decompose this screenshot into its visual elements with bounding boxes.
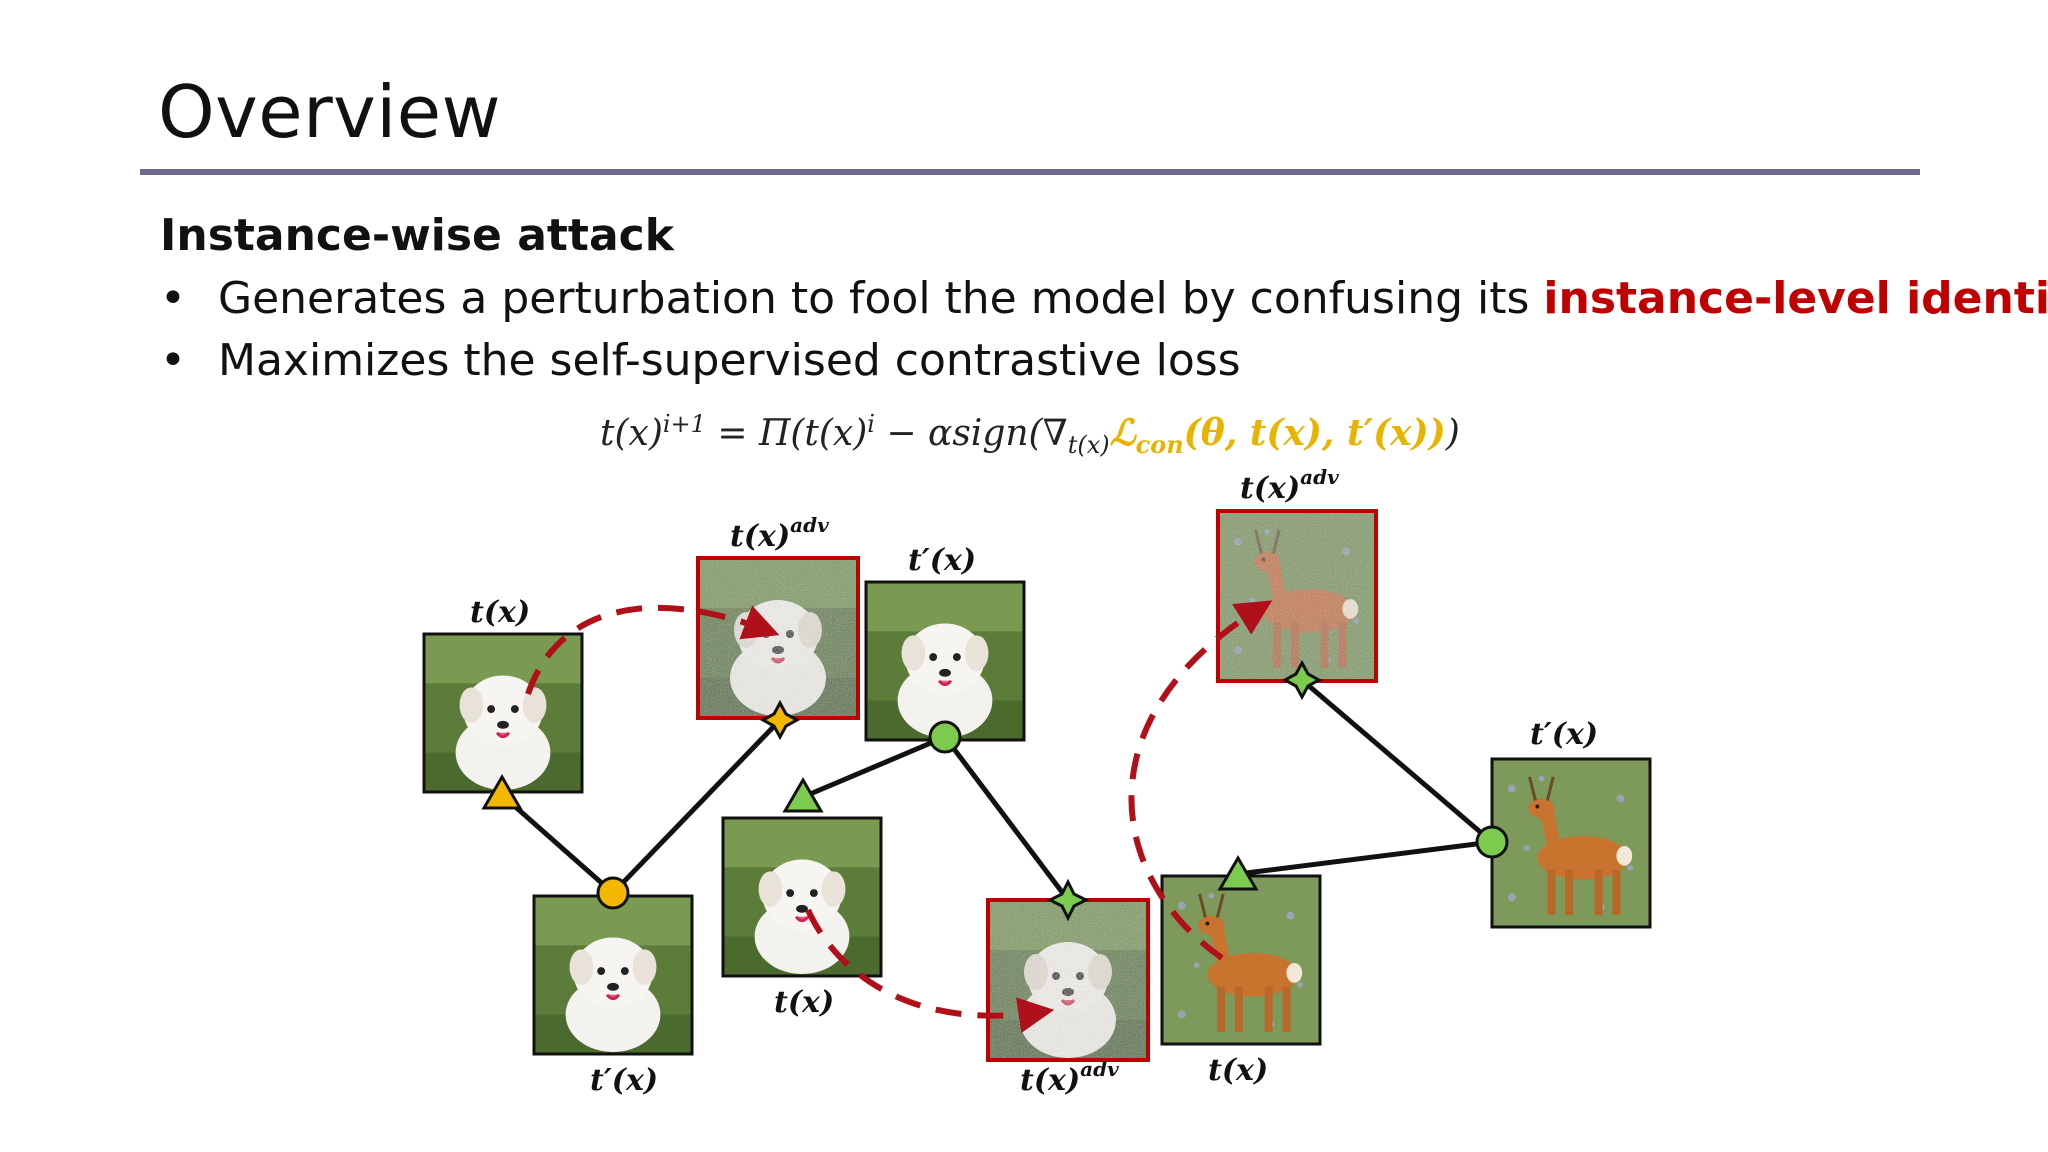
bullet-item: Generates a perturbation to fool the mod… <box>160 268 2048 330</box>
circle-marker-green <box>928 720 962 754</box>
connection-line <box>500 793 615 895</box>
connection-line <box>943 735 1070 902</box>
label-tx-middle: t(x) <box>774 985 834 1020</box>
bullet-list: Generates a perturbation to fool the mod… <box>160 268 2048 392</box>
triangle-marker-yellow <box>481 774 523 810</box>
attack-arrow <box>525 604 780 695</box>
loss-term: ℒcon(θ, t(x), t′(x)) <box>1109 412 1446 460</box>
connection-line <box>1300 678 1494 844</box>
connection-line <box>802 734 946 800</box>
circle-marker-yellow <box>596 876 630 910</box>
image-tpx-deer <box>1490 757 1652 929</box>
label-tx: t(x) <box>470 595 530 630</box>
star-marker-green <box>1281 659 1323 701</box>
highlight-text: instance-level identity <box>1543 273 2048 324</box>
label-txadv: t(x)adv <box>730 513 829 554</box>
label-tpx-bottom: t′(x) <box>590 1063 658 1098</box>
image-txadv-deer <box>1216 509 1378 683</box>
label-tpx-deer: t′(x) <box>1530 717 1598 752</box>
bullet-item: Maximizes the self-supervised contrastiv… <box>160 330 2048 392</box>
label-tx-deer: t(x) <box>1208 1053 1268 1088</box>
attack-arrow <box>805 908 1055 1033</box>
image-tpx-puppy <box>864 580 1026 742</box>
star-marker-yellow <box>759 699 801 741</box>
slide-title: Overview <box>158 70 501 154</box>
deer-cluster: t(x)adv t′(x) t(x) <box>1128 465 1652 1088</box>
image-txadv-puppy-bottom <box>986 898 1150 1062</box>
connection-line <box>611 718 782 895</box>
title-divider <box>140 169 1920 175</box>
puppy-cluster: t(x) t(x)adv t′(x) t′(x) t(x) t(x)adv <box>422 513 1150 1098</box>
label-txadv-bottom: t(x)adv <box>1020 1057 1119 1098</box>
image-tx-puppy <box>422 632 584 794</box>
slide-subtitle: Instance-wise attack <box>160 210 674 261</box>
connection-line <box>1237 839 1493 877</box>
triangle-marker-green <box>782 777 824 813</box>
update-formula: t(x)i+1 = Π(t(x)i − αsign(∇t(x)ℒcon(θ, t… <box>600 410 1460 460</box>
image-tx-deer <box>1160 874 1322 1046</box>
triangle-marker-green <box>1217 855 1259 891</box>
star-marker-green <box>1046 878 1090 922</box>
label-txadv-deer: t(x)adv <box>1240 465 1339 506</box>
circle-marker-green <box>1475 825 1509 859</box>
image-tpx-puppy-bottom <box>532 894 694 1056</box>
image-tx-puppy-middle <box>721 816 883 978</box>
label-tpx: t′(x) <box>908 543 976 578</box>
image-txadv-puppy <box>696 556 860 720</box>
attack-arrow <box>1128 600 1273 961</box>
